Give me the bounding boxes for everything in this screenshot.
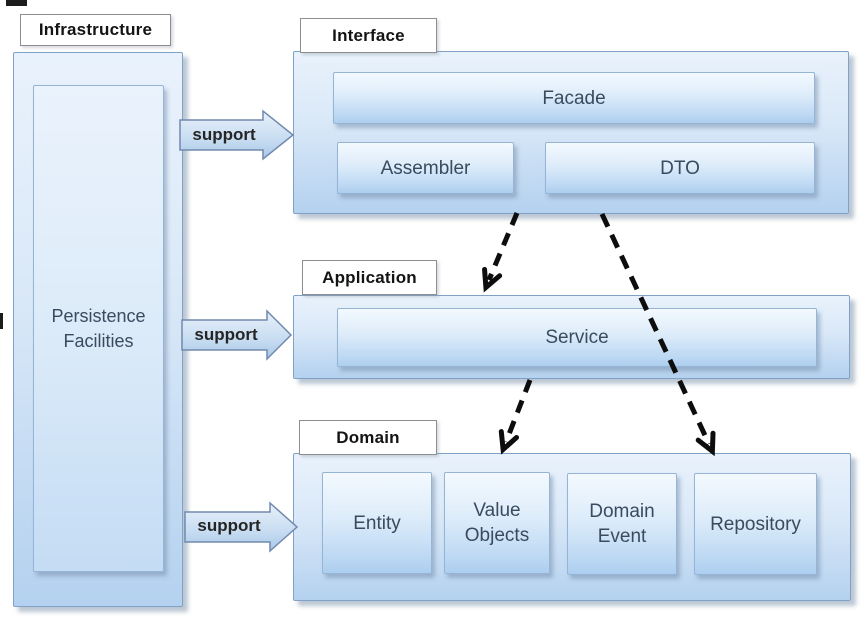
box-value-objects: Value Objects (444, 472, 550, 574)
persistence-facilities-label: Persistence Facilities (51, 305, 146, 351)
box-facade: Facade (333, 72, 815, 124)
tab-domain-label: Domain (336, 427, 400, 447)
dto-label: DTO (660, 157, 700, 179)
dashed-arrow-dto-to-repository (599, 212, 712, 446)
value-objects-label: Value Objects (464, 500, 530, 546)
support-label-bottom: support (197, 516, 261, 535)
support-label-top: support (192, 125, 256, 144)
tab-interface-label: Interface (332, 25, 405, 45)
tab-application: Application (302, 260, 437, 295)
dashed-arrowhead (498, 429, 520, 455)
support-arrow-bottom (184, 501, 299, 553)
dashed-arrowhead (482, 266, 503, 293)
facade-label: Facade (542, 87, 606, 109)
assembler-label: Assembler (380, 157, 471, 179)
support-label-middle: support (194, 325, 258, 344)
tab-infrastructure-label: Infrastructure (38, 20, 153, 39)
repository-label: Repository (710, 513, 801, 535)
box-entity: Entity (322, 472, 432, 574)
dashed-arrowhead (695, 430, 716, 457)
service-label: Service (545, 327, 609, 348)
box-service: Service (337, 308, 817, 367)
domain-event-label: Domain Event (589, 501, 655, 547)
box-domain-event: Domain Event (567, 473, 677, 575)
tab-interface: Interface (300, 18, 437, 53)
box-persistence-facilities: Persistence Facilities (33, 85, 164, 572)
tab-domain: Domain (299, 420, 437, 455)
tab-infrastructure: Infrastructure (20, 14, 171, 46)
dashed-arrow-interface-to-service (486, 212, 520, 281)
dashed-arrow-service-to-domain (503, 379, 533, 443)
artifact-mark (6, 0, 27, 6)
box-assembler: Assembler (337, 142, 514, 194)
tab-application-label: Application (322, 267, 417, 287)
support-arrow-top (179, 109, 295, 161)
artifact-mark (0, 313, 3, 329)
box-repository: Repository (694, 473, 817, 575)
support-arrow-middle (181, 309, 293, 361)
entity-label: Entity (353, 512, 401, 534)
box-dto: DTO (545, 142, 815, 194)
